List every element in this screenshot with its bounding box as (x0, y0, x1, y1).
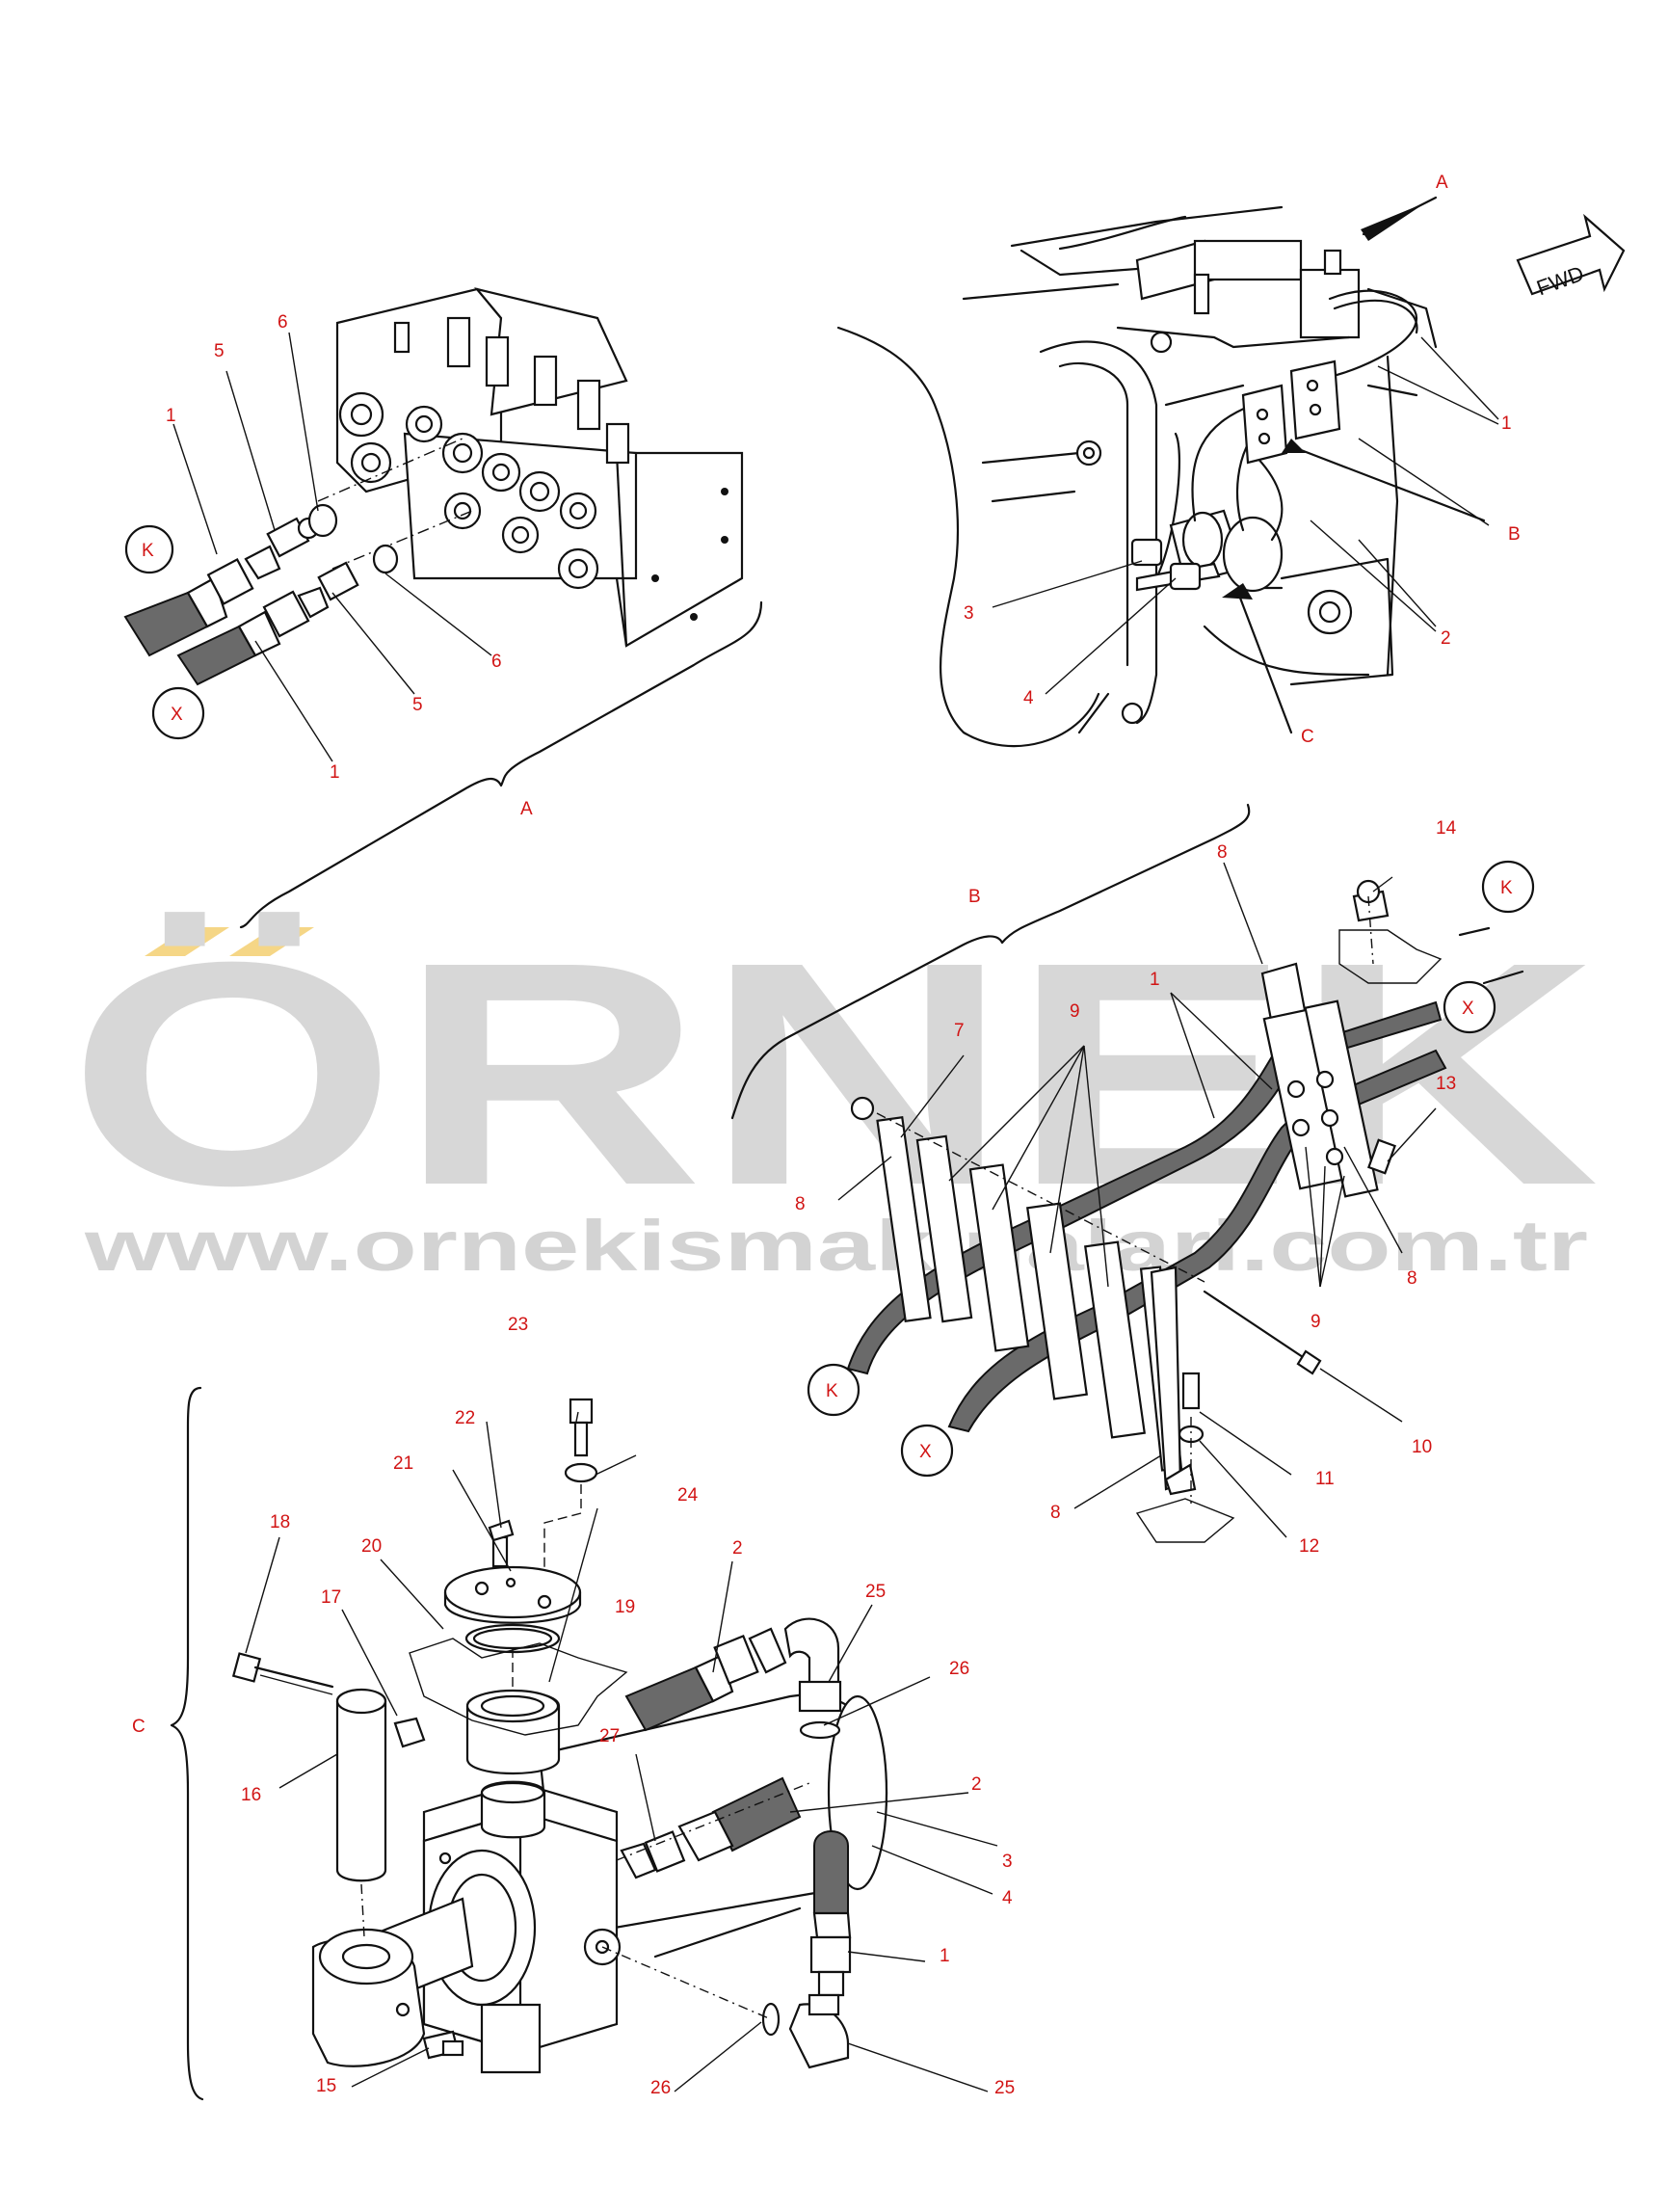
brace-a (239, 600, 763, 929)
callout-2-machine: 2 (1441, 628, 1451, 649)
marker-x-top-label: X (171, 705, 183, 725)
brace-b-label: B (968, 887, 981, 907)
callout-22-c: 22 (455, 1408, 475, 1428)
brace-b (730, 803, 1251, 1120)
callout-14-b: 14 (1436, 818, 1457, 839)
callout-8-b3: 8 (1407, 1268, 1417, 1289)
callout-1-c: 1 (940, 1946, 950, 1966)
brace-c-label: C (132, 1717, 146, 1737)
brace-a-label: A (520, 799, 533, 819)
callout-c-machine: C (1301, 727, 1314, 747)
callout-8-b1: 8 (1217, 842, 1228, 863)
callout-18-c: 18 (270, 1512, 290, 1532)
marker-x-left (900, 1424, 954, 1478)
brace-c (170, 1386, 204, 2101)
callout-19-c: 19 (615, 1597, 635, 1617)
callout-21-c: 21 (393, 1453, 413, 1474)
cylinder-assembly (231, 1398, 998, 2092)
callout-3-machine: 3 (964, 603, 974, 624)
marker-k-left (807, 1363, 860, 1417)
callout-11-b: 11 (1315, 1469, 1335, 1489)
watermark-accent-right (229, 927, 314, 956)
callout-1-a2: 1 (330, 762, 340, 783)
callout-10-b: 10 (1412, 1437, 1432, 1457)
callout-a-machine: A (1436, 173, 1448, 193)
callout-b-machine: B (1508, 524, 1521, 545)
callout-4-machine: 4 (1023, 688, 1034, 708)
marker-k-top-label: K (142, 541, 154, 561)
callout-20-c: 20 (361, 1536, 382, 1557)
callout-17-c: 17 (321, 1587, 341, 1608)
callout-27-c: 27 (599, 1726, 620, 1746)
callout-2-c2: 2 (971, 1774, 982, 1795)
fwd-arrow (1516, 213, 1626, 296)
callout-5-a2: 5 (412, 695, 423, 715)
callout-25-c2: 25 (994, 2078, 1015, 2098)
callout-24-c: 24 (677, 1485, 699, 1506)
callout-16-c: 16 (241, 1785, 261, 1805)
callout-6-a2: 6 (491, 652, 502, 672)
marker-k-left-label: K (826, 1381, 838, 1401)
callout-9-b2: 9 (1311, 1312, 1321, 1332)
callout-7-b: 7 (954, 1021, 965, 1041)
watermark-accent-left (145, 927, 229, 956)
callout-25-c1: 25 (865, 1582, 886, 1602)
callout-8-b4: 8 (1050, 1503, 1061, 1523)
callout-5-a1: 5 (214, 341, 225, 361)
marker-x-right (1443, 980, 1496, 1034)
callout-3-c: 3 (1002, 1852, 1013, 1872)
callout-6-a1: 6 (278, 312, 288, 333)
watermark-brand: ÖRNEK (67, 895, 1600, 1251)
watermark-url: www.ornekismakinalari.com.tr (84, 1206, 1588, 1286)
callout-2-c1: 2 (732, 1538, 743, 1559)
marker-x-left-label: X (919, 1442, 932, 1462)
callout-4-c: 4 (1002, 1888, 1013, 1908)
machine-mount-view: FWD (836, 196, 1626, 748)
callout-1-a1: 1 (166, 406, 176, 426)
hose-fitting-group-a (123, 332, 492, 762)
callout-23-c: 23 (508, 1315, 528, 1335)
callout-13-b: 13 (1436, 1074, 1456, 1094)
callout-26-c2: 26 (650, 2078, 671, 2098)
callout-9-b1: 9 (1070, 1001, 1080, 1022)
callout-8-b2: 8 (795, 1194, 806, 1214)
callout-15-c: 15 (316, 2076, 336, 2096)
callout-26-c1: 26 (949, 1659, 969, 1679)
callout-12-b: 12 (1299, 1536, 1319, 1557)
hose-clamp-assembly (837, 862, 1524, 1543)
marker-x-top (151, 686, 205, 740)
marker-k-right-label: K (1500, 878, 1513, 898)
valve-block-assembly (317, 287, 744, 648)
marker-k-top (124, 524, 174, 574)
marker-k-right (1481, 860, 1535, 914)
callout-1-b: 1 (1150, 970, 1160, 990)
callout-1-machine: 1 (1501, 413, 1512, 434)
marker-x-right-label: X (1462, 999, 1474, 1019)
